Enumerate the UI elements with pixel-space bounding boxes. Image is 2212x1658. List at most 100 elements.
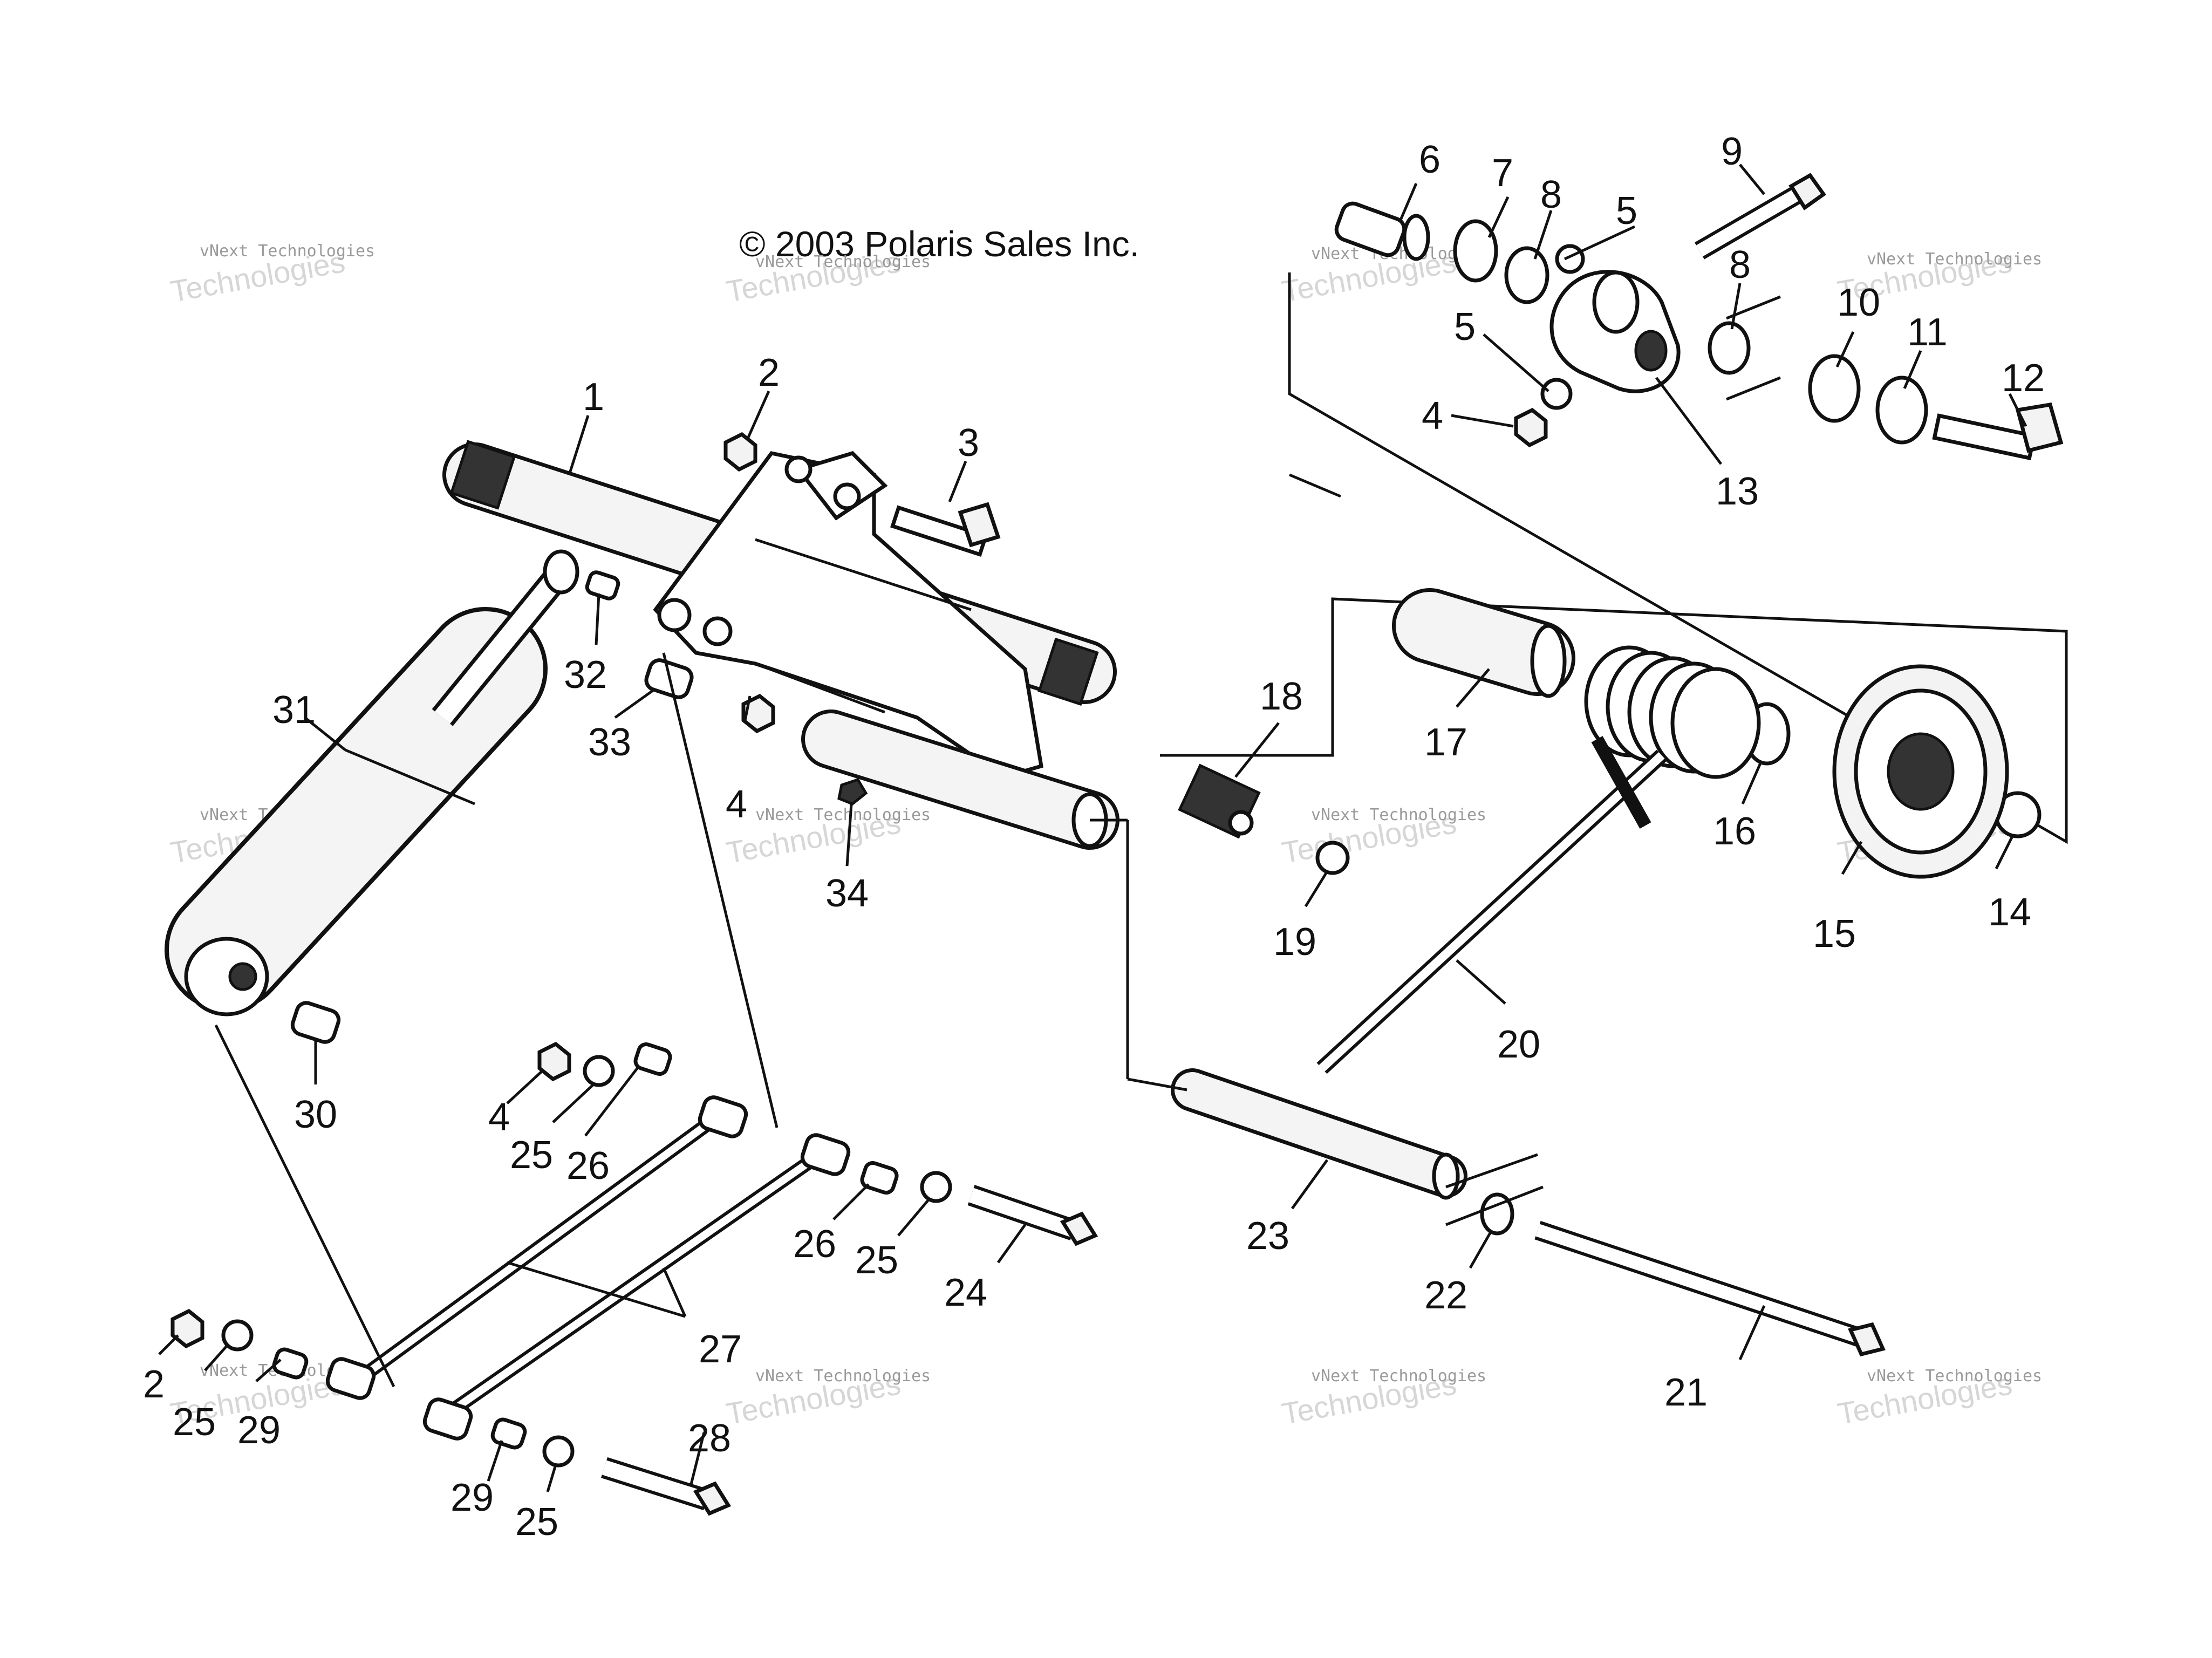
callout-1: 1 (583, 376, 604, 419)
part-sleeve (1392, 588, 1575, 698)
callout-22: 22 (1424, 1274, 1467, 1317)
part-grease-fitting (837, 777, 868, 806)
watermark: Technologies vNext Technologies (1279, 806, 1486, 870)
part-slider (1178, 763, 1261, 839)
part-shock-absorber (165, 549, 579, 1016)
callout-2: 2 (143, 1363, 165, 1406)
part-nut (741, 693, 775, 734)
part-nut (537, 1041, 571, 1082)
part-long-bolt (1534, 1220, 1886, 1357)
part-washer (1555, 244, 1585, 274)
part-bolt (1932, 402, 2064, 461)
callout-25: 25 (510, 1134, 553, 1177)
svg-text:vNext Technologies: vNext Technologies (1311, 1367, 1486, 1386)
svg-text:vNext Technologies: vNext Technologies (200, 242, 375, 261)
part-bushing (585, 570, 620, 601)
part-washer (1875, 376, 1928, 445)
part-washer (583, 1055, 615, 1087)
callout-26: 26 (566, 1144, 610, 1188)
callout-10: 10 (1837, 281, 1880, 324)
callout-25: 25 (515, 1500, 558, 1544)
part-bushing (1504, 246, 1549, 304)
callout-4: 4 (726, 783, 747, 826)
callout-23: 23 (1246, 1214, 1289, 1258)
callout-6: 6 (1419, 138, 1440, 181)
svg-text:vNext Technologies: vNext Technologies (755, 806, 931, 824)
part-tube (1171, 1068, 1467, 1200)
callout-15: 15 (1813, 912, 1856, 956)
callout-2: 2 (758, 351, 780, 394)
watermark: Technologies vNext Technologies (168, 242, 375, 309)
callout-20: 20 (1497, 1023, 1540, 1066)
callout-14: 14 (1988, 891, 2031, 934)
callout-25: 25 (173, 1401, 216, 1444)
callout-28: 28 (688, 1417, 731, 1460)
leader-lines (158, 163, 2027, 1492)
part-mount-bracket (653, 451, 1043, 779)
watermark: Technologies vNext Technologies (723, 806, 931, 870)
part-nut (1514, 407, 1548, 448)
watermark: Technologies vNext Technologies (1835, 1367, 2042, 1431)
callout-numbers: 1 2 2 3 4 4 4 5 5 6 7 8 8 9 10 11 12 13 … (143, 130, 2045, 1544)
watermark: Technologies vNext Technologies (723, 1367, 931, 1431)
callout-24: 24 (944, 1271, 987, 1314)
svg-text:vNext Technologies: vNext Technologies (755, 1367, 931, 1386)
callout-34: 34 (825, 872, 869, 915)
callout-7: 7 (1492, 152, 1513, 195)
callout-32: 32 (564, 653, 607, 697)
part-link-block (1549, 270, 1681, 393)
callout-12: 12 (2002, 357, 2045, 400)
part-washer (1808, 354, 1861, 423)
callout-17: 17 (1424, 721, 1467, 764)
part-bolt (890, 502, 1001, 557)
part-bolt (1694, 173, 1826, 260)
callout-21: 21 (1664, 1371, 1708, 1414)
callout-27: 27 (699, 1328, 742, 1371)
callout-5: 5 (1454, 305, 1476, 349)
callout-29: 29 (450, 1476, 494, 1519)
part-bushing (272, 1347, 309, 1380)
callout-30: 30 (294, 1093, 337, 1136)
part-pin (1334, 201, 1430, 261)
part-torsion-spring (1316, 645, 1761, 1074)
callout-19: 19 (1273, 920, 1316, 964)
watermark: Technologies vNext Technologies (1279, 1367, 1486, 1431)
part-bushing (1708, 321, 1751, 375)
part-bushing (490, 1417, 527, 1450)
part-pulley (1832, 664, 2009, 879)
copyright-notice: © 2003 Polaris Sales Inc. (739, 224, 1139, 264)
part-rods (325, 1095, 851, 1441)
callout-26: 26 (793, 1223, 836, 1266)
callout-9: 9 (1721, 130, 1743, 173)
callout-frame (1160, 272, 2068, 844)
callout-33: 33 (588, 721, 631, 764)
callout-8: 8 (1729, 243, 1751, 286)
callout-11: 11 (1907, 311, 1948, 354)
callout-4: 4 (1422, 394, 1443, 438)
callout-13: 13 (1716, 470, 1759, 513)
callout-25: 25 (855, 1239, 898, 1282)
part-bushing (633, 1042, 672, 1076)
part-washer (920, 1171, 952, 1203)
svg-text:vNext Technologies: vNext Technologies (755, 253, 931, 271)
callout-31: 31 (272, 688, 316, 732)
part-washer (1540, 378, 1573, 410)
part-washer (542, 1435, 575, 1468)
part-nut (723, 432, 757, 472)
part-bolt (600, 1457, 732, 1516)
svg-text:vNext Technologies: vNext Technologies (1867, 1367, 2042, 1386)
part-bolt (967, 1185, 1098, 1246)
callout-16: 16 (1713, 810, 1756, 853)
part-washer (1315, 841, 1350, 875)
svg-text:vNext Technologies: vNext Technologies (1311, 806, 1486, 824)
callout-18: 18 (1260, 675, 1303, 718)
part-nut (170, 1308, 204, 1349)
svg-text:vNext Technologies: vNext Technologies (1867, 250, 2042, 269)
callout-3: 3 (958, 421, 979, 465)
callout-5: 5 (1616, 189, 1637, 233)
part-washer (1480, 1192, 1514, 1236)
part-bushing (860, 1161, 899, 1195)
part-washer (1453, 219, 1498, 283)
